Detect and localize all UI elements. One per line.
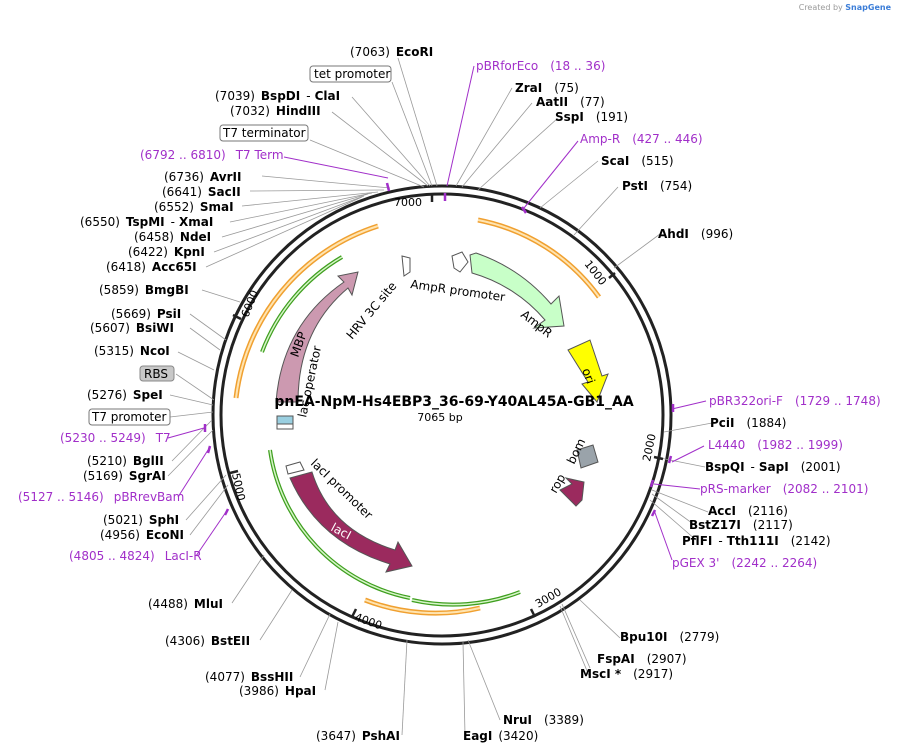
leader-lines bbox=[167, 57, 713, 736]
enzyme-tspmi: (6550)TspMI-XmaI bbox=[80, 215, 213, 229]
enzyme-hpai: (3986)HpaI bbox=[239, 684, 316, 698]
enzyme-psti: PstI(754) bbox=[622, 179, 692, 193]
ampr-promoter-arrow bbox=[451, 251, 469, 273]
ruler-7000: 7000 bbox=[394, 196, 422, 209]
enzyme-acc65i: (6418)Acc65I bbox=[106, 260, 197, 274]
enzyme-bstz17i: BstZ17I(2117) bbox=[689, 518, 793, 532]
enzyme-nrui: NruI(3389) bbox=[503, 713, 584, 727]
primer-labels: pBRforEco(18 .. 36) Amp-R(427 .. 446) pB… bbox=[18, 59, 881, 570]
primer-l4440: L4440(1982 .. 1999) bbox=[708, 438, 843, 452]
lac-operator-box bbox=[276, 415, 294, 425]
label-ampr-promoter: AmpR promoter bbox=[410, 277, 506, 304]
primer-lines bbox=[167, 65, 707, 561]
snapgene-brand: Created by SnapGene bbox=[798, 3, 891, 12]
t7-promoter-box bbox=[276, 423, 294, 430]
enzyme-ndei: (6458)NdeI bbox=[134, 230, 211, 244]
boxed-labels: tet promoter T7 terminator RBS T7 promot… bbox=[88, 65, 392, 426]
enzyme-zrai: ZraI(75) bbox=[515, 81, 579, 95]
rbs-label-box bbox=[139, 365, 175, 382]
primer-prs-marker: pRS-marker(2082 .. 2101) bbox=[700, 482, 868, 496]
enzyme-smai: (6552)SmaI bbox=[154, 200, 234, 214]
ampr-feature bbox=[469, 252, 565, 329]
enzyme-pcii: PciI(1884) bbox=[710, 416, 786, 430]
enzyme-bsteii: (4306)BstEII bbox=[165, 634, 250, 648]
primer-laci-r: (4805 .. 4824)LacI-R bbox=[69, 549, 202, 563]
enzyme-sphi: (5021)SphI bbox=[103, 513, 179, 527]
bom-feature bbox=[576, 444, 599, 469]
laci-promoter-arrow bbox=[285, 461, 305, 475]
enzyme-eagi: EagI(3420) bbox=[463, 729, 538, 743]
enzyme-ecori: (7063)EcoRI bbox=[350, 45, 433, 59]
enzyme-pshai: (3647)PshAI bbox=[316, 729, 400, 743]
laci-feature bbox=[289, 471, 413, 573]
enzyme-scai: ScaI(515) bbox=[601, 154, 674, 168]
enzyme-bsiwi: (5607)BsiWI bbox=[90, 321, 174, 335]
ruler-3000: 3000 bbox=[533, 585, 564, 610]
enzyme-ahdi: AhdI(996) bbox=[658, 227, 733, 241]
ori-feature bbox=[567, 339, 609, 403]
plasmid-length: 7065 bp bbox=[417, 411, 462, 424]
enzyme-bmgbi: (5859)BmgBI bbox=[99, 283, 189, 297]
tet-promoter-label: tet promoter bbox=[314, 67, 390, 81]
primer-pbr322ori-f: pBR322ori-F(1729 .. 1748) bbox=[709, 394, 881, 408]
t7-terminator-label-box bbox=[219, 124, 309, 142]
enzyme-aatii: AatII(77) bbox=[536, 95, 605, 109]
primer-ticks bbox=[203, 182, 675, 517]
enzyme-bspdi: (7039)BspDI-ClaI bbox=[215, 89, 340, 103]
enzyme-sacii: (6641)SacII bbox=[162, 185, 241, 199]
enzyme-kpni: (6422)KpnI bbox=[128, 245, 205, 259]
primer-pbrrevbam: (5127 .. 5146)pBRrevBam bbox=[18, 490, 184, 504]
enzyme-bpu10i: Bpu10I(2779) bbox=[620, 630, 719, 644]
enzyme-avrii: (6736)AvrII bbox=[164, 170, 241, 184]
enzyme-acci: AccI(2116) bbox=[708, 504, 788, 518]
rop-feature bbox=[559, 477, 585, 507]
ruler-5000: 5000 bbox=[229, 472, 248, 502]
plasmid-name: pnEA-NpM-Hs4EBP3_36-69-Y40AL45A-GB1_AA bbox=[274, 394, 633, 410]
label-ori: ori bbox=[579, 366, 597, 385]
rbs-label: RBS bbox=[144, 367, 168, 381]
orf-arcs bbox=[233, 217, 602, 616]
enzymes-right: ZraI(75) AatII(77) SspI(191) ScaI(515) P… bbox=[503, 81, 841, 727]
t7-terminator-label: T7 terminator bbox=[222, 126, 306, 140]
enzyme-sspi: SspI(191) bbox=[555, 110, 628, 124]
tet-promoter-arrow bbox=[401, 255, 411, 277]
primer-pgex3: pGEX 3'(2242 .. 2264) bbox=[672, 556, 817, 570]
enzyme-mlui: (4488)MluI bbox=[148, 597, 223, 611]
enzyme-bspqi: BspQI-SapI(2001) bbox=[705, 460, 841, 474]
enzyme-msci: MscI *(2917) bbox=[580, 667, 673, 681]
enzyme-bglii: (5210)BglII bbox=[87, 454, 164, 468]
ruler-ticks bbox=[229, 193, 664, 618]
ruler-6000: 6000 bbox=[239, 288, 262, 319]
enzyme-bsshii: (4077)BssHII bbox=[205, 670, 293, 684]
enzyme-econi: (4956)EcoNI bbox=[100, 528, 184, 542]
mbp-feature bbox=[275, 271, 359, 403]
snapgene-logo: SnapGene bbox=[845, 3, 891, 12]
enzyme-hindiii: (7032)HindIII bbox=[230, 104, 321, 118]
backbone-inner bbox=[219, 192, 665, 638]
enzyme-fspai: FspAI(2907) bbox=[597, 652, 687, 666]
enzyme-psii: (5669)PsiI bbox=[111, 307, 181, 321]
enzyme-spei: (5276)SpeI bbox=[87, 388, 163, 402]
primer-t7: (5230 .. 5249)T7 bbox=[60, 431, 171, 445]
t7-promoter-label: T7 promoter bbox=[91, 410, 167, 424]
enzymes-left: (7063)EcoRI (7039)BspDI-ClaI (7032)HindI… bbox=[80, 45, 538, 743]
primer-amp-r: Amp-R(427 .. 446) bbox=[580, 132, 703, 146]
enzyme-sgrai: (5169)SgrAI bbox=[83, 469, 166, 483]
primer-t7-term: (6792 .. 6810)T7 Term bbox=[140, 148, 284, 162]
tet-promoter-label-box bbox=[309, 65, 392, 83]
primer-pbrforeco: pBRforEco(18 .. 36) bbox=[476, 59, 605, 73]
ruler-2000: 2000 bbox=[640, 433, 659, 463]
enzyme-pflfi: PflFI-Tth111I(2142) bbox=[682, 534, 831, 548]
enzyme-ncoi: (5315)NcoI bbox=[94, 344, 170, 358]
backbone-outer bbox=[211, 184, 673, 646]
t7-promoter-label-box bbox=[88, 408, 171, 426]
